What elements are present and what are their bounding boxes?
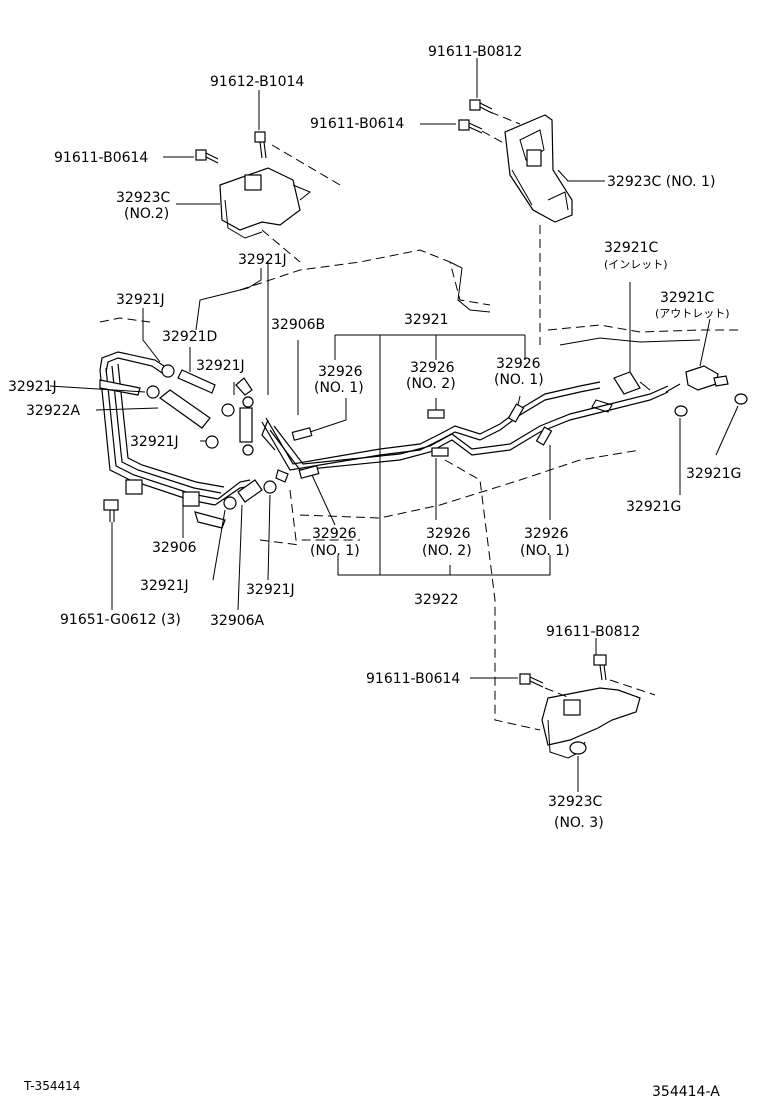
union-32921c-outlet <box>665 365 729 393</box>
bolt-91611-b0614-bottom <box>519 673 544 688</box>
bolt-91611-b0614-top <box>458 119 483 134</box>
leader-lines <box>49 58 739 792</box>
label-32923c-no1: 32923C (NO. 1) <box>607 174 715 190</box>
label-32926: 32926 <box>426 526 471 542</box>
hose-32921d <box>177 369 216 394</box>
hose-32922a <box>159 389 211 429</box>
label-32921: 32921 <box>404 312 449 328</box>
bolt-91611-b0812-top <box>469 99 493 114</box>
label-32921j: 32921J <box>238 252 287 268</box>
label-32906: 32906 <box>152 540 197 556</box>
label-32921g: 32921G <box>686 466 741 482</box>
hose-32906b <box>239 407 253 443</box>
bolt-91651-g0612 <box>103 499 119 522</box>
clip-32926 <box>291 403 553 479</box>
label-inlet: (インレット) <box>604 258 668 271</box>
bracket-32923c-no3 <box>541 687 641 759</box>
label-32921d: 32921D <box>162 329 217 345</box>
label-32906b: 32906B <box>271 317 325 333</box>
label-91611-b0812-bottom: 91611-B0812 <box>546 624 640 640</box>
label-32926-no2: (NO. 2) <box>406 376 456 392</box>
label-32926-no1: (NO. 1) <box>520 543 570 559</box>
footer-right-code: 354414-A <box>652 1084 720 1100</box>
label-32926-no2: (NO. 2) <box>422 543 472 559</box>
label-32923c-no2-sub: (NO.2) <box>124 206 169 222</box>
label-32921j: 32921J <box>116 292 165 308</box>
label-32926: 32926 <box>318 364 363 380</box>
label-outlet: (アウトレット) <box>655 307 730 320</box>
hose-32906a <box>237 479 263 503</box>
bracket-32923c-no2 <box>219 167 311 239</box>
label-91611-b0614-bottom: 91611-B0614 <box>366 671 460 687</box>
gasket-32921g <box>674 393 748 417</box>
label-32926-no1: (NO. 1) <box>314 380 364 396</box>
label-32923c-no2: 32923C <box>116 190 171 206</box>
label-91612-b1014: 91612-B1014 <box>210 74 304 90</box>
label-91611-b0614-left: 91611-B0614 <box>54 150 148 166</box>
bracket-32923c-no1 <box>504 114 573 223</box>
label-32926: 32926 <box>410 360 455 376</box>
label-32922a: 32922A <box>26 403 81 419</box>
label-91651-g0612: 91651-G0612 (3) <box>60 612 181 628</box>
bolt-91611-b0614-left <box>195 149 219 164</box>
bolt-91612-b1014 <box>254 131 267 159</box>
label-32926: 32926 <box>312 526 357 542</box>
label-32921c-outlet: 32921C <box>660 290 715 306</box>
label-32926-no1: (NO. 1) <box>494 372 544 388</box>
pipe-32921 <box>261 381 601 471</box>
label-32923c-no3: 32923C <box>548 794 603 810</box>
label-32906a: 32906A <box>210 613 265 629</box>
label-32921j: 32921J <box>140 578 189 594</box>
label-32921c-inlet: 32921C <box>604 240 659 256</box>
clamp-32921j <box>146 364 289 510</box>
label-32921j: 32921J <box>8 379 57 395</box>
label-32926: 32926 <box>524 526 569 542</box>
label-32921g: 32921G <box>626 499 681 515</box>
label-91611-b0614-top: 91611-B0614 <box>310 116 404 132</box>
footer-left-code: T-354414 <box>23 1079 80 1093</box>
label-32926-no1: (NO. 1) <box>310 543 360 559</box>
label-32921j: 32921J <box>130 434 179 450</box>
cooler-32906 <box>99 351 253 529</box>
label-32921j: 32921J <box>246 582 295 598</box>
label-32922: 32922 <box>414 592 459 608</box>
bolt-91611-b0812-bottom <box>593 654 607 681</box>
label-32926: 32926 <box>496 356 541 372</box>
union-32921c-inlet <box>591 371 651 413</box>
pipe-32922 <box>269 385 669 471</box>
label-32921j: 32921J <box>196 358 245 374</box>
label-32923c-no3-sub: (NO. 3) <box>554 815 604 831</box>
label-91611-b0812-top: 91611-B0812 <box>428 44 522 60</box>
